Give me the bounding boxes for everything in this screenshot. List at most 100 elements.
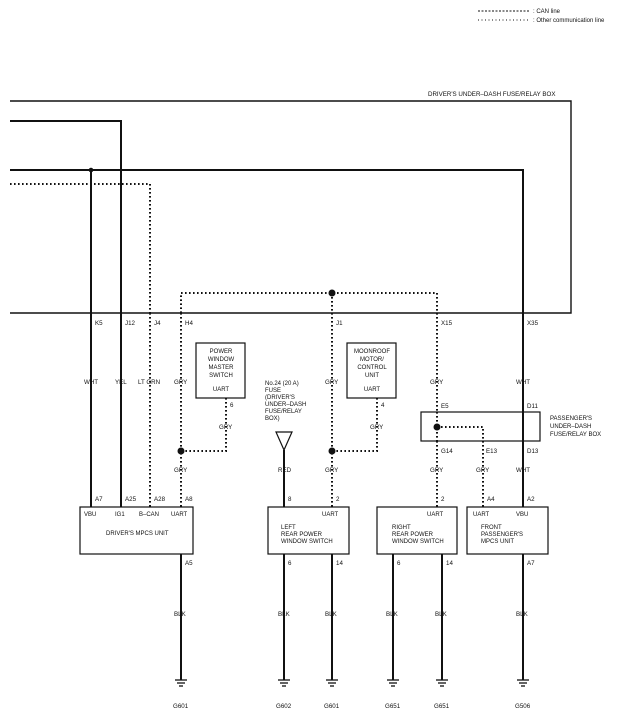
label-gry-j1: GRY [325, 379, 338, 386]
passenger-pin-a4: A4 [487, 496, 495, 503]
label-gry-e13: GRY [476, 467, 489, 474]
splice-uart-bus [328, 289, 336, 297]
right-rear-window-switch [376, 506, 458, 555]
passenger-box-title-2: UNDER–DASH [550, 424, 591, 430]
left-rear-pin-6: 6 [288, 560, 292, 567]
conn-g14: G14 [441, 448, 453, 455]
master-switch-port: UART [213, 387, 230, 393]
conn-e5: E5 [441, 403, 449, 410]
conn-j1: J1 [336, 320, 343, 327]
ground-symbol-5 [436, 679, 448, 687]
label-wht-left: WHT [84, 379, 98, 386]
label-wht-right: WHT [516, 379, 530, 386]
left-rear-window-switch [267, 506, 350, 555]
left-rear-port: UART [322, 512, 339, 518]
left-rear-pin-14: 14 [336, 560, 343, 567]
internal-ig1-feed [10, 120, 122, 313]
label-wht-passenger-low: WHT [516, 467, 530, 474]
wire-gry-master-switch [181, 398, 227, 452]
conn-x35: X35 [527, 320, 539, 327]
fuse24-line-4: UNDER–DASH [265, 402, 306, 408]
ground-label-3: G601 [324, 703, 340, 710]
passenger-port-uart: UART [473, 512, 490, 518]
internal-bcan-line [10, 183, 151, 313]
label-gry-x15: GRY [430, 379, 443, 386]
driver-port-bcan: B–CAN [139, 512, 159, 518]
driver-port-vbu: VBU [84, 512, 96, 518]
fuse24-line-2: FUSE [265, 388, 281, 394]
passenger-pin-a7: A7 [527, 560, 535, 567]
label-gry-driver-low: GRY [174, 467, 187, 474]
right-rear-name-3: WINDOW SWITCH [392, 539, 444, 545]
internal-vbu-feed [10, 169, 524, 313]
legend: : CAN line : Other communication line [478, 9, 605, 24]
passenger-mpcs-name-1: FRONT [481, 525, 502, 531]
ground-label-1: G601 [173, 703, 189, 710]
moonroof-port: UART [364, 387, 381, 393]
label-gry-moonroof: GRY [370, 424, 383, 431]
moonroof-name-4: UNIT [365, 373, 379, 379]
passenger-box-title-1: PASSENGER'S [550, 416, 592, 422]
label-gry-left-rear: GRY [325, 467, 338, 474]
front-passenger-mpcs-unit [466, 506, 549, 555]
right-rear-pin-14: 14 [446, 560, 453, 567]
label-blk-4: BLK [386, 611, 399, 618]
ground-symbol-1 [175, 679, 187, 687]
driver-pin-a8: A8 [185, 496, 193, 503]
drivers-mpcs-unit [79, 506, 194, 555]
passenger-mpcs-name-3: MPCS UNIT [481, 539, 514, 545]
conn-k5: K5 [95, 320, 103, 327]
fuse24-line-6: BOX) [265, 416, 280, 422]
driver-pin-a5: A5 [185, 560, 193, 567]
right-rear-pin-6: 6 [397, 560, 401, 567]
moonroof-name-3: CONTROL [357, 365, 387, 371]
conn-d11: D11 [527, 403, 538, 410]
label-gry-right-rear: GRY [430, 467, 443, 474]
label-ltgrn: LT GRN [138, 379, 160, 386]
label-gry-master: GRY [219, 424, 232, 431]
wire-gry-moonroof [332, 398, 378, 452]
fuse24-line-1: No.24 (20 A) [265, 381, 299, 387]
power-window-master-switch [195, 342, 246, 399]
label-red: RED [278, 467, 292, 474]
left-rear-name-2: REAR POWER [281, 532, 323, 538]
conn-e13: E13 [486, 448, 498, 455]
ground-symbol-2 [278, 679, 290, 687]
left-rear-name-3: WINDOW SWITCH [281, 539, 333, 545]
splice-moonroof [328, 447, 336, 455]
conn-d13: D13 [527, 448, 539, 455]
splice-master-switch [177, 447, 185, 455]
moonroof-control-unit [346, 342, 397, 399]
ground-symbol-3 [326, 679, 338, 687]
label-blk-1: BLK [174, 611, 187, 618]
label-gry-h4: GRY [174, 379, 187, 386]
label-blk-2: BLK [278, 611, 291, 618]
master-switch-name-1: POWER [210, 349, 233, 355]
ground-label-5: G651 [434, 703, 450, 710]
ground-label-4: G651 [385, 703, 401, 710]
legend-other-label: : Other communication line [533, 18, 605, 24]
ground-symbol-6 [517, 679, 529, 687]
driver-pin-a7: A7 [95, 496, 103, 503]
right-rear-name-2: REAR POWER [392, 532, 434, 538]
driver-pin-a28: A28 [154, 496, 166, 503]
moonroof-name-2: MOTOR/ [360, 357, 384, 363]
label-blk-5: BLK [435, 611, 448, 618]
driver-fuse-box-outline [10, 100, 572, 314]
label-blk-6: BLK [516, 611, 529, 618]
driver-port-ig1: IG1 [115, 512, 125, 518]
driver-fuse-box-title: DRIVER'S UNDER–DASH FUSE/RELAY BOX [428, 91, 555, 98]
passenger-pin-a2: A2 [527, 496, 535, 503]
fuse24-line-3: (DRIVER'S [265, 395, 295, 401]
right-rear-name-1: RIGHT [392, 525, 411, 531]
left-rear-name-1: LEFT [281, 525, 296, 531]
conn-j12: J12 [125, 320, 136, 327]
ground-label-2: G602 [276, 703, 292, 710]
passenger-port-vbu: VBU [516, 512, 528, 518]
conn-h4: H4 [185, 320, 193, 327]
fuse24-line-5: FUSE/RELAY [265, 409, 302, 415]
passenger-box-title-3: FUSE/RELAY BOX [550, 432, 601, 438]
master-switch-name-4: SWITCH [209, 373, 233, 379]
left-rear-pin-8: 8 [288, 496, 292, 503]
ground-symbol-4 [387, 679, 399, 687]
